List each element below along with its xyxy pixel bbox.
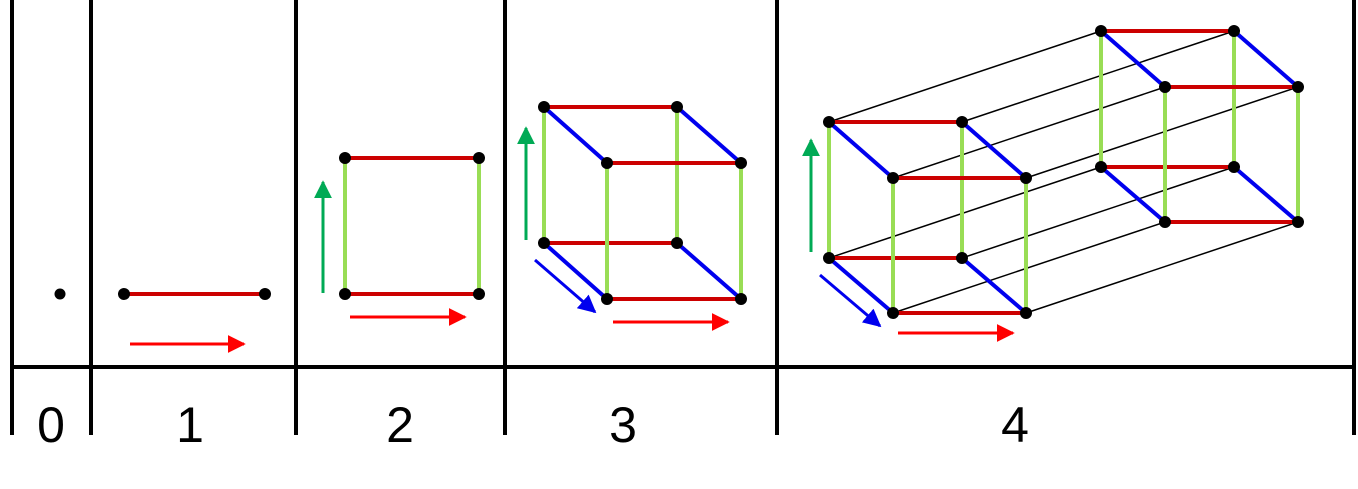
figure-square [314, 152, 485, 326]
edge-blue [1099, 29, 1167, 89]
edge-blue [1099, 165, 1167, 224]
vertex [1095, 25, 1107, 37]
vertex [601, 157, 613, 169]
vertex [1228, 25, 1240, 37]
dimension-label-1: 1 [176, 397, 204, 453]
vertex [735, 293, 747, 305]
tesseract-cube-back [1095, 25, 1304, 228]
edge-blue [1232, 165, 1300, 224]
vertex [538, 101, 550, 113]
edge-blue [827, 120, 895, 180]
vertex [54, 288, 66, 300]
vertex [823, 116, 835, 128]
vertex [259, 288, 271, 300]
vertex [956, 116, 968, 128]
table-grid [10, 0, 1356, 435]
vertex [473, 152, 485, 164]
vertex [118, 288, 130, 300]
edge-blue [675, 241, 743, 301]
edge-blue [542, 105, 609, 165]
edges-black [828, 30, 1299, 314]
vertex [339, 152, 351, 164]
vertex [1228, 161, 1240, 173]
vertex [1020, 307, 1032, 319]
vertex [339, 288, 351, 300]
vertex [1292, 216, 1304, 228]
vertex [1159, 216, 1171, 228]
vertex [887, 172, 899, 184]
vertex [1020, 172, 1032, 184]
vertex [671, 101, 683, 113]
edge-blue [675, 105, 743, 165]
edge-blue [1232, 29, 1300, 89]
edge-blue [827, 256, 895, 315]
dimension-label-2: 2 [386, 397, 414, 453]
vertex [887, 307, 899, 319]
figure-tesseract [802, 25, 1304, 342]
vertex [473, 288, 485, 300]
vertex [823, 252, 835, 264]
dimension-label-3: 3 [609, 397, 637, 453]
vertex [956, 252, 968, 264]
vertex [735, 157, 747, 169]
direction-arrow-blue [819, 273, 882, 328]
figure-point [54, 288, 66, 300]
vertex [538, 237, 550, 249]
edge-blue [542, 241, 609, 301]
vertex [1159, 81, 1171, 93]
dimension-label-0: 0 [37, 397, 65, 453]
figure-segment [118, 288, 271, 353]
vertex [1095, 161, 1107, 173]
vertex [601, 293, 613, 305]
dimension-label-4: 4 [1001, 397, 1029, 453]
vertex [671, 237, 683, 249]
edge-blue [960, 256, 1028, 315]
figure-cube [517, 101, 747, 331]
edge-blue [960, 120, 1028, 180]
direction-arrow-blue [534, 258, 597, 314]
vertex [1292, 81, 1304, 93]
tesseract-cube-front [823, 116, 1032, 319]
